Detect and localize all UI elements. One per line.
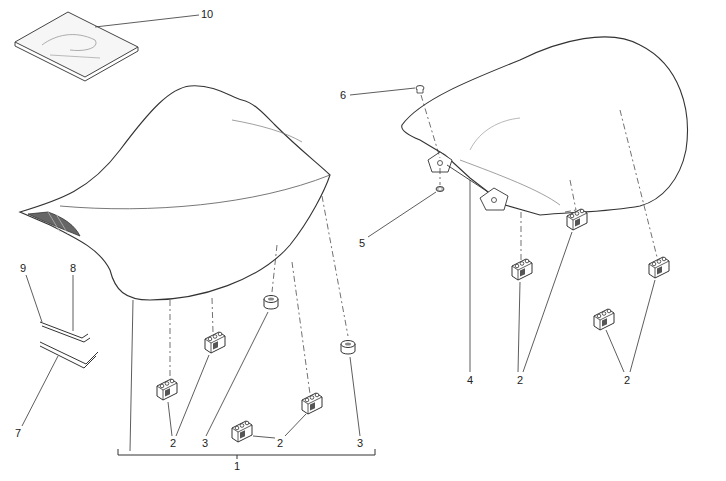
- washer: [436, 187, 444, 192]
- callout-number: 9: [19, 262, 27, 274]
- callout-number: 10: [200, 8, 214, 20]
- callout-number: 8: [69, 262, 77, 274]
- callout-number: 2: [169, 437, 177, 449]
- callout-number: 2: [516, 374, 524, 386]
- callout-number: 5: [358, 237, 366, 249]
- callout-number: 3: [356, 437, 364, 449]
- hex-keys: [40, 322, 98, 368]
- callout-number: 4: [466, 374, 474, 386]
- callout-number: 2: [276, 437, 284, 449]
- callout-number: 7: [14, 427, 22, 439]
- owner-manual: [15, 12, 138, 81]
- callout-number: 6: [339, 89, 347, 101]
- callout-number: 1: [233, 460, 241, 472]
- callout-number: 3: [201, 437, 209, 449]
- screw: [416, 86, 424, 94]
- rider-seat: [20, 86, 330, 300]
- passenger-seat: [402, 37, 688, 215]
- callout-number: 2: [623, 374, 631, 386]
